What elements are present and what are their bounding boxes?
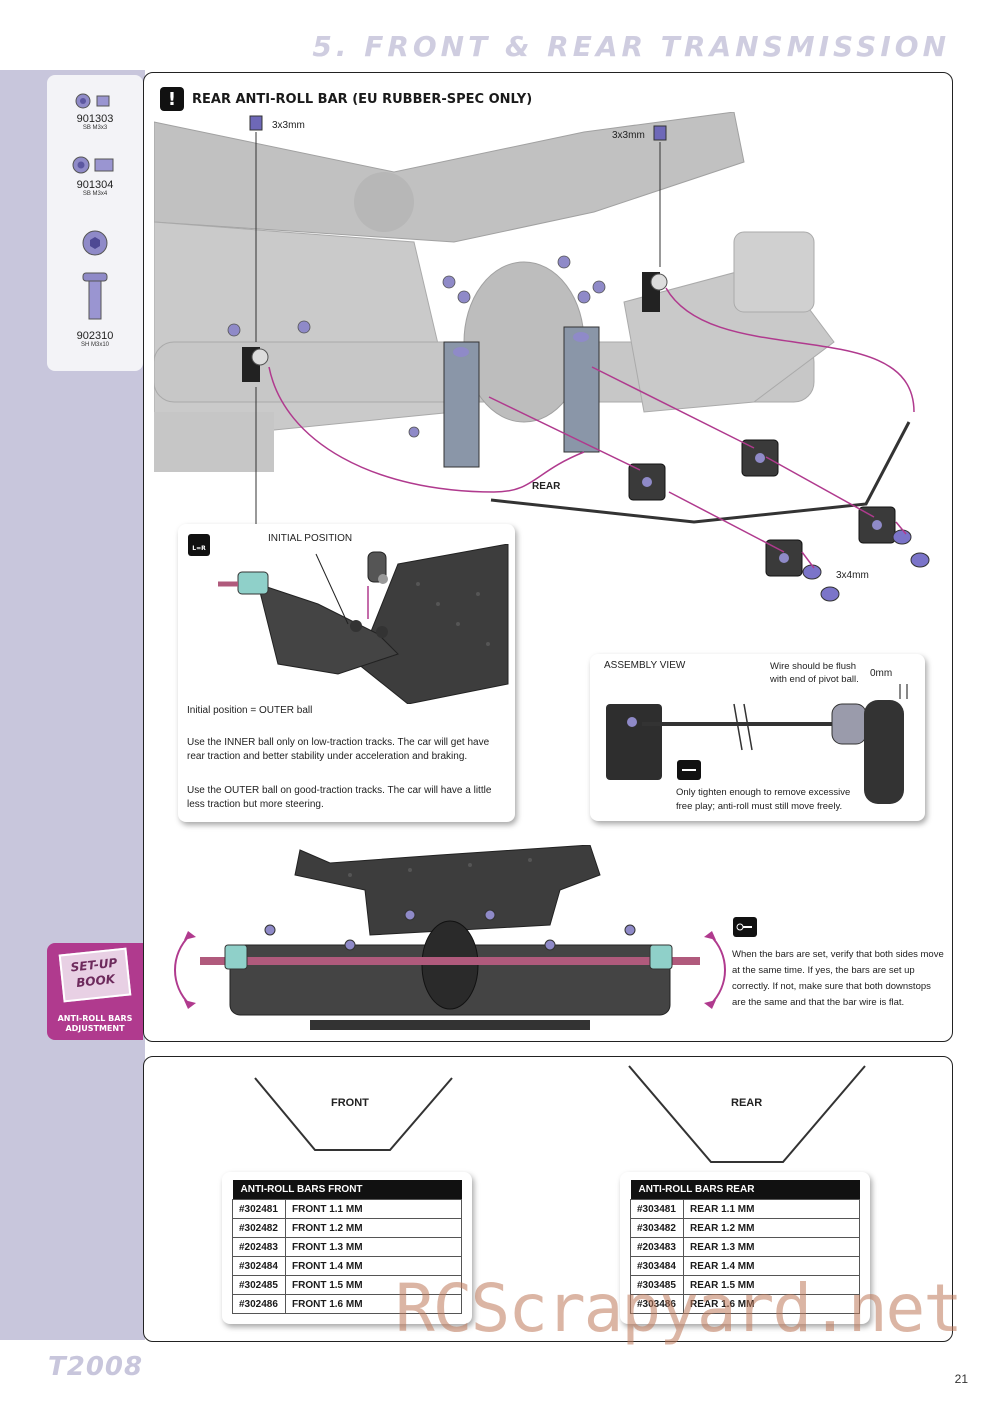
parts-panel: 901303 SB M3x3 901304 SB M3x4 902310 SH … bbox=[47, 75, 143, 371]
part-number: 902310 bbox=[76, 330, 114, 342]
part-code: #302481 bbox=[232, 1199, 286, 1219]
section-title-text: REAR ANTI-ROLL BAR (EU RUBBER-SPEC ONLY) bbox=[192, 91, 533, 107]
initial-position-callout: L=R INITIAL POSITION Initial position = … bbox=[178, 524, 515, 822]
part-code: #302484 bbox=[232, 1256, 286, 1276]
part-901304: 901304 SB M3x4 bbox=[47, 179, 143, 197]
part-name: FRONT 1.3 MM bbox=[285, 1237, 462, 1257]
part-desc: SB M3x3 bbox=[82, 125, 108, 131]
part-number: 901304 bbox=[76, 179, 114, 191]
part-name: FRONT 1.6 MM bbox=[285, 1294, 462, 1314]
part-code: #302482 bbox=[232, 1218, 286, 1238]
part-name: REAR 1.1 MM bbox=[683, 1199, 860, 1219]
part-number: 901303 bbox=[76, 113, 114, 125]
part-902310: 902310 SH M3x10 bbox=[47, 330, 143, 348]
anti-roll-movement-illustration bbox=[174, 845, 726, 1030]
warning-icon: ! bbox=[160, 87, 184, 111]
lr-icon: L=R bbox=[188, 534, 210, 556]
outer-ball-text: Use the OUTER ball on good-traction trac… bbox=[187, 785, 492, 810]
setup-book-badge: SET-UP BOOK ANTI-ROLL BARS ADJUSTMENT bbox=[47, 943, 143, 1040]
screw-size-label: 3x4mm bbox=[836, 570, 869, 581]
part-desc: SH M3x10 bbox=[80, 342, 109, 348]
watermark: RCScrapyard.net bbox=[395, 1270, 963, 1347]
part-name: REAR 1.6 MM bbox=[683, 1294, 860, 1314]
rear-bar-shape bbox=[628, 1065, 866, 1163]
section-title: ! REAR ANTI-ROLL BAR (EU RUBBER-SPEC ONL… bbox=[160, 87, 532, 111]
part-code: #303482 bbox=[630, 1218, 684, 1238]
front-bar-label: FRONT bbox=[331, 1097, 369, 1109]
t2008-logo: T2008 bbox=[48, 1352, 144, 1382]
inner-ball-text: Use the INNER ball only on low-traction … bbox=[187, 737, 490, 762]
assembly-view-title: ASSEMBLY VIEW bbox=[604, 660, 686, 671]
part-code: #302485 bbox=[232, 1275, 286, 1295]
part-901303: 901303 SB M3x3 bbox=[47, 113, 143, 131]
verify-note: When the bars are set, verify that both … bbox=[732, 949, 944, 1008]
part-code: #303486 bbox=[630, 1294, 684, 1314]
part-desc: SB M3x4 bbox=[82, 191, 108, 197]
front-bar-shape bbox=[254, 1077, 453, 1151]
screw-3x3-icon bbox=[75, 93, 110, 109]
wrench-icon bbox=[733, 917, 757, 937]
page-header-title: 5. FRONT & REAR TRANSMISSION bbox=[312, 30, 950, 63]
part-name: FRONT 1.2 MM bbox=[285, 1218, 462, 1238]
initial-position-text: Initial position = OUTER ball bbox=[187, 705, 313, 716]
page-number: 21 bbox=[954, 1372, 968, 1386]
tighten-note: Only tighten enough to remove excessive … bbox=[676, 787, 851, 812]
rear-bar-label: REAR bbox=[731, 1097, 763, 1109]
screw-size-label: 3x3mm bbox=[272, 120, 305, 131]
flush-note: Wire should be flush with end of pivot b… bbox=[770, 661, 859, 685]
table-header: ANTI-ROLL BARS REAR bbox=[630, 1180, 860, 1200]
initial-position-label: INITIAL POSITION bbox=[268, 533, 353, 544]
part-code: #202483 bbox=[232, 1237, 286, 1257]
part-code: #203483 bbox=[630, 1237, 684, 1257]
screw-size-label: 3x3mm bbox=[612, 130, 645, 141]
part-code: #303481 bbox=[630, 1199, 684, 1219]
screw-3x4-icon bbox=[72, 156, 114, 174]
assembly-view-callout: ASSEMBLY VIEW Wire should be flush with … bbox=[590, 654, 925, 821]
screw-m3x10-icon bbox=[82, 230, 108, 320]
part-name: REAR 1.3 MM bbox=[683, 1237, 860, 1257]
table-header: ANTI-ROLL BARS FRONT bbox=[232, 1180, 462, 1200]
zero-mm-label: 0mm bbox=[870, 668, 893, 679]
chassis-illustration bbox=[154, 112, 930, 602]
assembly-view-illustration bbox=[606, 684, 908, 804]
setup-book-caption: ANTI-ROLL BARS ADJUSTMENT bbox=[57, 1014, 133, 1033]
part-name: FRONT 1.1 MM bbox=[285, 1199, 462, 1219]
setup-book-title: SET-UP BOOK bbox=[58, 947, 132, 1003]
rear-hub-illustration bbox=[218, 544, 509, 704]
part-code: #302486 bbox=[232, 1294, 286, 1314]
rear-direction-tag: REAR bbox=[532, 481, 561, 492]
part-name: REAR 1.2 MM bbox=[683, 1218, 860, 1238]
